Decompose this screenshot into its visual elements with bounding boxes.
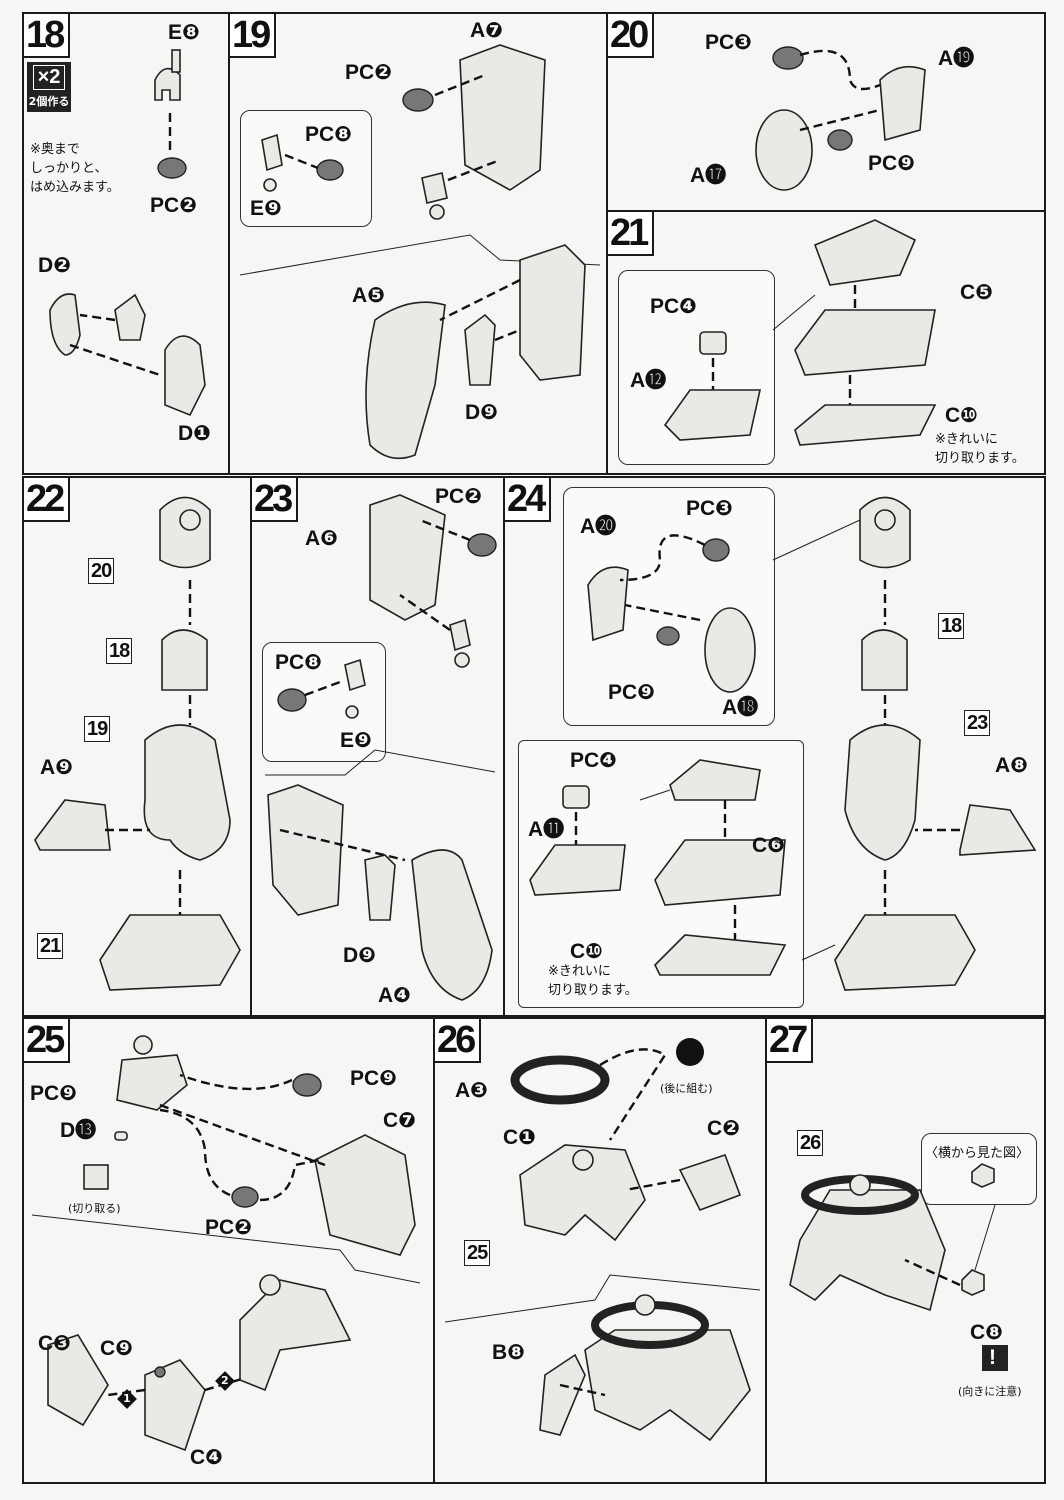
part-label: A⓳ [938,47,975,70]
part-label: PC❽ [305,123,352,146]
step-19-panel: 19 [228,12,608,475]
multiplier: ×2 [33,65,65,90]
side-view-label: 〈横から見た図〉 [925,1146,1030,1161]
part-label: PC❾ [608,681,655,704]
step-number: 24 [505,478,552,522]
step-24-panel: 24 [503,476,1046,1017]
part-label: A⓴ [580,515,617,538]
step-number: 21 [608,212,655,256]
part-label: B❽ [492,1341,525,1364]
step-27-panel: 27 [765,1017,1046,1484]
step-number: 27 [767,1019,814,1063]
part-label: PC❷ [435,485,482,508]
part-label: PC❷ [205,1216,252,1239]
step-reference: 26 [797,1130,824,1156]
step-reference: 18 [106,638,133,664]
step-18-panel: 18 ×2 2個作る [22,12,230,475]
part-label: C❶ [503,1126,536,1149]
part-label: A⓬ [630,369,667,392]
step-number: 20 [608,14,655,58]
assemble-later-note: (後に組む) [660,1082,713,1095]
part-label: A❺ [352,284,385,307]
step-number: 23 [252,478,299,522]
instruction-note: ※きれいに 切り取ります。 [935,432,1025,466]
part-label: A❾ [40,756,73,779]
part-label: C❾ [100,1337,133,1360]
part-label: D❾ [465,401,498,424]
part-label: PC❹ [570,749,617,772]
part-label: PC❾ [868,152,915,175]
instruction-note: ※奥まで しっかりと、 はめ込みます。 [30,142,120,195]
part-label: PC❷ [345,61,392,84]
part-label: D❾ [343,944,376,967]
part-label: PC❷ [150,194,197,217]
step-number: 22 [24,478,71,522]
part-label: A❸ [455,1079,488,1102]
part-label: C❿ [945,404,978,427]
part-label: D❶ [178,422,211,445]
part-label: C❺ [960,281,993,304]
part-label: C❽ [970,1321,1003,1344]
part-label: A⓱ [690,164,727,187]
part-label: D⓭ [60,1119,97,1142]
part-label: A❻ [305,527,338,550]
caution-icon: ! [989,1346,996,1369]
step-reference: 25 [464,1240,491,1266]
part-label: A⓲ [722,696,759,719]
part-label: C❹ [190,1446,223,1469]
instruction-note: ※きれいに 切り取ります。 [548,964,638,998]
part-label: C❷ [707,1117,740,1140]
part-label: A❼ [470,19,503,42]
part-label: PC❾ [30,1082,77,1105]
part-label: PC❽ [275,651,322,674]
part-label: PC❸ [686,497,733,520]
order-number: 2 [221,1374,229,1387]
part-label: D❷ [38,254,71,277]
part-label: A❹ [378,984,411,1007]
part-label: E❾ [340,729,372,752]
caution-note: (向きに注意) [958,1385,1022,1398]
part-label: E❽ [168,21,200,44]
part-label: C❿ [570,940,603,963]
step-reference: 21 [37,933,64,959]
part-label: A⓫ [528,818,565,841]
part-label: PC❸ [705,31,752,54]
part-label: PC❹ [650,295,697,318]
step-number: 18 [24,14,71,58]
cut-note: (切り取る) [68,1202,121,1215]
step-number: 19 [230,14,277,58]
step-number: 25 [24,1019,71,1063]
step-reference: 23 [964,710,991,736]
part-label: PC❾ [350,1067,397,1090]
part-label: A❽ [995,754,1028,777]
part-label: C❻ [752,834,785,857]
part-label: E❾ [250,197,282,220]
part-label: C❼ [383,1109,416,1132]
order-number: 1 [123,1392,131,1405]
part-label: C❸ [38,1332,71,1355]
step-21-panel: 21 [606,210,1046,475]
multiplier-note: 2個作る [28,95,70,108]
step-reference: 19 [84,716,111,742]
step-number: 26 [435,1019,482,1063]
step-20-panel: 20 [606,12,1046,212]
step-reference: 18 [938,613,965,639]
make-two-badge: ×2 2個作る [27,62,71,112]
step-reference: 20 [88,558,115,584]
